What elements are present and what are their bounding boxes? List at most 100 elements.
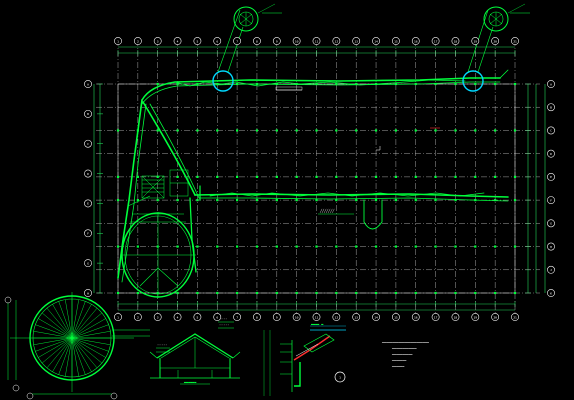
column-marker [394,291,397,295]
dome-axis-bubble [26,392,34,400]
column-marker [156,291,159,295]
dome-rib [33,331,73,339]
column-marker [454,175,457,178]
column-marker [156,82,159,86]
column-marker [394,199,397,202]
left-axis-bubble-circle [84,289,92,297]
column-marker [295,129,298,132]
dome-rib [65,299,73,339]
top-axis-bubble-label: 9 [276,39,278,43]
column-marker [414,245,417,248]
column-marker [156,129,159,132]
column-marker [454,291,457,295]
column-marker [374,129,378,132]
elevation-note-3: ····· [157,343,167,347]
column-marker [176,199,179,202]
bottom-axis-bubble-label: 21 [513,315,517,319]
left-axis-bubble-circle [84,109,92,118]
top-axis-bubble-label: 19 [473,39,477,43]
bottom-axis-bubble-label: 19 [473,315,477,319]
column-marker [454,129,457,132]
column-marker [434,175,437,178]
column-marker [116,245,120,248]
right-axis-bubble-label: G [550,222,552,226]
bottom-axis-bubble-circle [193,313,202,321]
column-marker [116,291,120,295]
column-marker [374,291,378,295]
column-marker [335,199,338,202]
column-marker [196,129,199,132]
column-marker [216,245,219,248]
column-marker [275,175,278,178]
column-marker [394,175,397,178]
bottom-axis-bubble-label: 1 [117,315,119,319]
detail-title: ▂▂▂▂ ▂ [310,321,324,325]
column-marker [355,199,358,202]
top-axis-bubble-circle [352,37,361,45]
bottom-axis-bubble-circle [213,313,222,321]
column-marker [176,175,179,178]
column-marker [156,175,159,178]
top-axis-bubble-circle [511,37,519,45]
bottom-axis-bubble-label: 7 [236,315,238,319]
top-axis-bubble-label: 3 [157,39,159,43]
dome-plan-axis-bubbles [4,296,118,400]
column-marker [295,291,298,295]
rotunda-plan [120,195,196,298]
elevation-title: ▂▂▂▂▂▂ [183,379,197,383]
top-axis-bubble-label: 11 [315,39,319,43]
column-marker [156,245,159,248]
column-marker [236,175,239,178]
column-marker [116,175,120,178]
column-marker [414,129,417,132]
dome-rib [41,312,73,339]
stair-detail [141,169,189,199]
right-axis-bubble-label: A [550,82,552,86]
dome-rib [46,337,73,369]
column-marker [116,129,120,132]
detail-marker-number: 1 [339,376,341,380]
dome-rib [33,337,73,345]
top-axis-bubble-circle [332,37,341,45]
dome-rib [58,337,73,375]
top-axis-bubble-label: 20 [493,39,497,43]
column-marker [355,175,358,178]
elevation-note-1: ···· [219,317,227,321]
column-marker [414,291,417,295]
column-marker [275,245,278,248]
dome-rib [71,324,109,339]
top-axis-bubble-circle [372,37,380,45]
left-axis-bubble-label: B [87,112,89,116]
bottom-axis-bubble-label: 14 [374,315,378,319]
bottom-axis-bubble-circle [411,313,420,321]
top-axis-bubble-circle [173,37,182,45]
column-marker [255,291,259,295]
column-marker [513,199,517,202]
column-marker [216,291,219,295]
bottom-axis-bubble-circle [133,313,142,321]
column-marker [494,129,497,132]
column-marker [315,129,318,132]
column-marker [156,199,159,202]
top-axis-bubble-circle [213,37,222,45]
right-axis-bubble-label: K [550,291,552,295]
top-axis-bubble-circle [491,37,500,45]
top-axis-bubble-label: 16 [414,39,418,43]
bottom-axis-bubble-label: 18 [454,315,458,319]
column-marker [176,129,179,132]
column-marker [275,199,278,202]
column-marker [236,129,239,132]
plan-note: ╱╱╱╱╱╱╱ [275,86,440,215]
bottom-axis-bubble-circle [332,313,341,321]
top-axis-bubble-label: 13 [354,39,358,43]
top-axis-bubble-label: 5 [196,39,198,43]
column-marker [513,175,517,178]
column-marker [454,82,457,86]
bottom-axis-bubble-circle [391,313,400,321]
column-marker [474,82,477,86]
right-axis-bubble-circle [547,172,555,181]
